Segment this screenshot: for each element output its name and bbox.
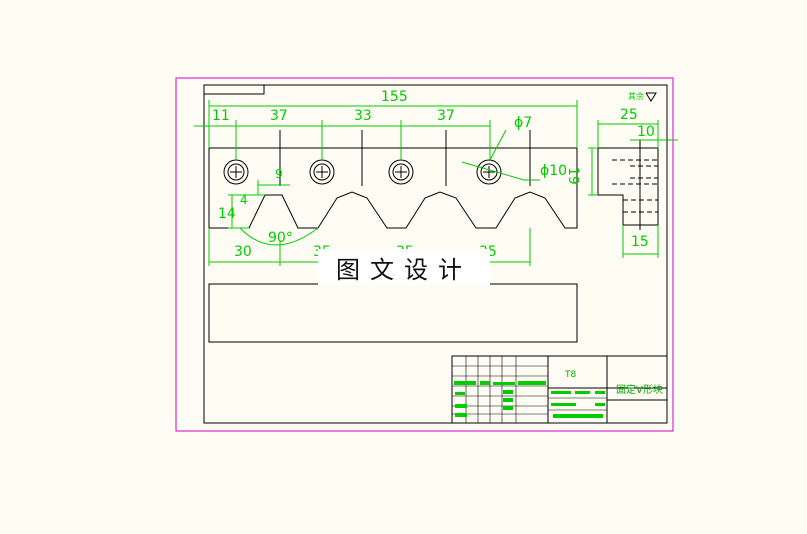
roughness-symbol <box>645 92 657 102</box>
dim-side-15: 15 <box>631 234 649 250</box>
hole-4 <box>476 159 502 185</box>
hole-2 <box>309 159 335 185</box>
dim-9: 9 <box>275 167 283 181</box>
side-dimension-lines <box>588 120 678 258</box>
notes-box <box>208 283 578 343</box>
dim-side-10: 10 <box>637 124 655 140</box>
dim-overall-length: 155 <box>381 89 408 105</box>
dim-angle: 90° <box>268 230 293 246</box>
v-block-front-view <box>208 147 578 229</box>
top-dimension-lines <box>194 100 578 181</box>
surface-finish-label: 其余 <box>628 91 644 101</box>
dim-side-width: 25 <box>620 107 638 123</box>
title-block: T8 固定V形块 <box>451 355 668 424</box>
part-name-label: 固定V形块 <box>616 383 663 396</box>
watermark-banner: 图文设计 <box>318 249 490 285</box>
hole-3 <box>388 159 414 185</box>
dim-30: 30 <box>234 244 252 260</box>
side-view <box>597 140 659 230</box>
dim-hole-dia: ϕ7 <box>514 115 532 131</box>
inner-border <box>203 84 668 424</box>
outer-frame <box>175 77 674 432</box>
dim-11: 11 <box>212 108 230 124</box>
dim-14: 14 <box>218 206 236 222</box>
dim-37b: 37 <box>437 108 455 124</box>
mounting-holes <box>223 159 502 185</box>
dim-37a: 37 <box>270 108 288 124</box>
hole-1 <box>223 159 249 185</box>
center-lines <box>279 130 531 186</box>
material-label: T8 <box>564 370 576 380</box>
corner-tab <box>204 85 265 95</box>
dim-4: 4 <box>240 193 248 207</box>
dim-counterbore-dia: ϕ10 <box>540 163 567 179</box>
dim-side-height: 19 <box>565 167 581 185</box>
dim-33: 33 <box>354 108 372 124</box>
